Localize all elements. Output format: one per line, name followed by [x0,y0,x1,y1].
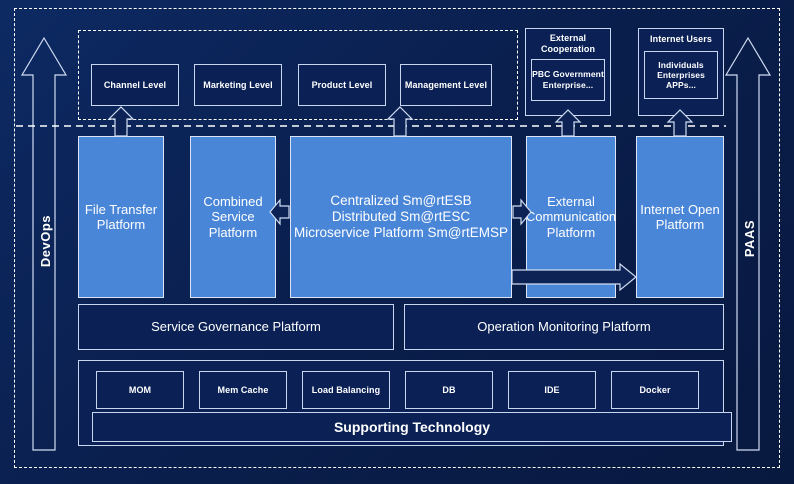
supporting-component-mem-cache[interactable]: Mem Cache [199,371,287,409]
internet-users-detail-text: Individuals Enterprises APPs... [657,59,705,90]
supporting-technology-banner: Supporting Technology [92,412,732,442]
esb-line-1: Centralized Sm@rtESB [330,193,472,209]
external-cooperation-title: External Cooperation [540,33,596,55]
esb-line-3: Microservice Platform Sm@rtEMSP [294,224,508,240]
supporting-component-ide[interactable]: IDE [508,371,596,409]
platform-combined-service[interactable]: Combined Service Platform [190,136,276,298]
service-governance-platform[interactable]: Service Governance Platform [78,304,394,350]
external-cooperation-detail: PBC Government Enterprise... [531,58,605,101]
esb-to-combined-left-arrow-icon [269,198,290,226]
internet-open-up-arrow-icon [666,109,694,137]
operation-monitoring-platform[interactable]: Operation Monitoring Platform [404,304,724,350]
esb-line-2: Distributed Sm@rtESC [331,209,471,225]
supporting-component-db[interactable]: DB [405,371,493,409]
supporting-component-mom[interactable]: MOM [96,371,184,409]
platform-internet-open[interactable]: Internet Open Platform [636,136,724,298]
level-box-management[interactable]: Management Level [400,64,492,106]
internet-users-detail: Individuals Enterprises APPs... [644,50,718,99]
external-cooperation-detail-text: PBC Government Enterprise... [532,69,604,90]
level-box-marketing[interactable]: Marketing Level [194,64,282,106]
esb-to-external-comm-right-arrow-icon [512,198,532,226]
level-box-product[interactable]: Product Level [298,64,386,106]
level-box-channel[interactable]: Channel Level [91,64,179,106]
consumer-levels-group [78,30,518,120]
esb-up-arrow-icon [386,106,414,137]
esb-to-internet-open-right-arrow-icon [511,262,637,292]
paas-up-arrow-icon [724,36,772,451]
devops-up-arrow-icon [20,36,68,451]
internet-users-panel[interactable]: Internet Users Individuals Enterprises A… [638,28,724,116]
external-cooperation-panel[interactable]: External Cooperation PBC Government Ente… [525,28,611,116]
supporting-component-load-balancing[interactable]: Load Balancing [302,371,390,409]
devops-rail-label: DevOps [38,215,53,268]
platform-centralized-esb[interactable]: Centralized Sm@rtESB Distributed Sm@rtES… [290,136,512,298]
file-transfer-up-arrow-icon [107,106,135,137]
supporting-component-docker[interactable]: Docker [611,371,699,409]
external-comm-up-arrow-icon [554,109,582,137]
paas-rail-label: PAAS [742,220,757,258]
platform-file-transfer[interactable]: File Transfer Platform [78,136,164,298]
internet-users-title: Internet Users [650,34,712,44]
diagram-outer-boundary [14,8,780,468]
